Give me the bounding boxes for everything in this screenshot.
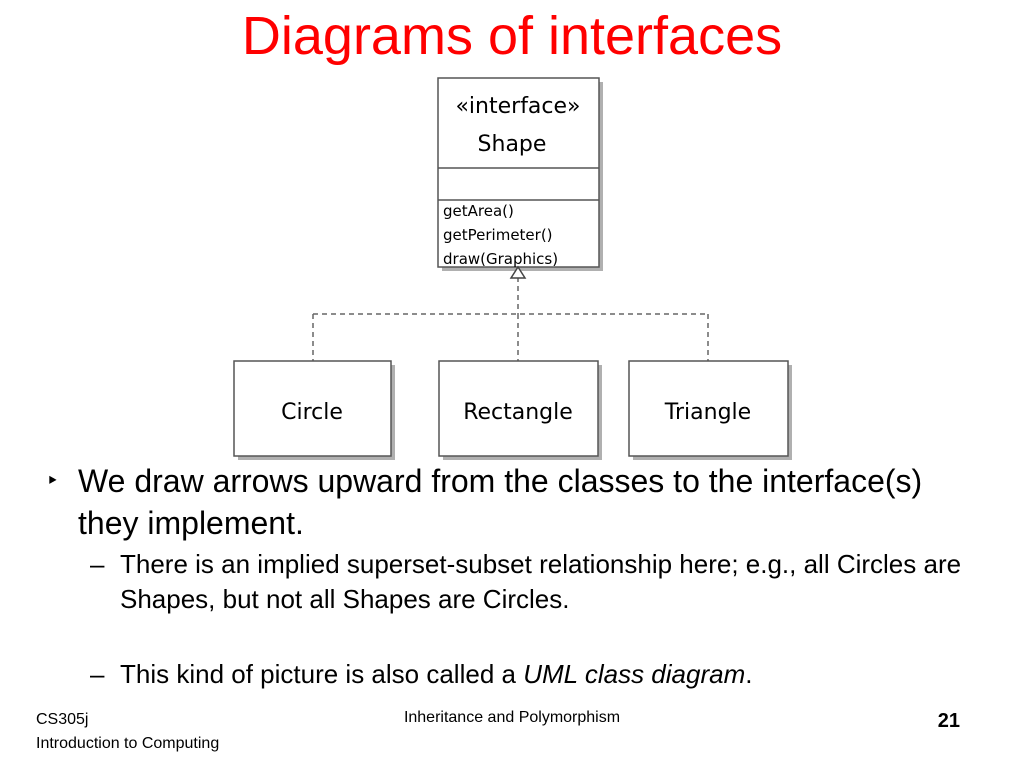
realization-arrowhead (509, 265, 527, 279)
sub-bullet-uml-term: UML class diagram (523, 659, 746, 689)
bullet-marker: ‣ (46, 468, 59, 493)
class-name-circle: Circle (281, 400, 343, 425)
bullet-main: We draw arrows upward from the classes t… (78, 463, 923, 541)
sub-bullet-uml: This kind of picture is also called a UM… (120, 657, 980, 692)
sub-bullet-uml-prefix: This kind of picture is also called a (120, 659, 524, 689)
footer-course-code: CS305j (36, 711, 89, 728)
class-box-circle (233, 360, 392, 457)
interface-name: Shape (478, 132, 547, 157)
sub-bullet-marker: – (90, 659, 105, 689)
class-name-rectangle: Rectangle (463, 400, 573, 425)
class-box-rectangle (438, 360, 599, 457)
footer-topic: Inheritance and Polymorphism (403, 709, 621, 726)
sub-bullet-uml-suffix: . (745, 659, 753, 689)
footer-course: CS305j Introduction to Computing (36, 708, 219, 756)
page-number: 21 (937, 710, 960, 732)
sub-bullet-marker: – (90, 549, 105, 579)
slide-title: Diagrams of interfaces (241, 6, 783, 66)
realization-connectors (312, 277, 709, 361)
sub-bullet-superset: There is an implied superset-subset rela… (120, 549, 962, 614)
class-name-triangle: Triangle (664, 400, 751, 425)
interface-operation: draw(Graphics) (443, 250, 558, 268)
interface-stereotype: «interface» (455, 94, 580, 119)
interface-operation: getArea() (443, 202, 514, 220)
footer-course-name: Introduction to Computing (36, 735, 220, 752)
class-box-triangle (628, 360, 789, 457)
interface-operation: getPerimeter() (443, 226, 553, 244)
